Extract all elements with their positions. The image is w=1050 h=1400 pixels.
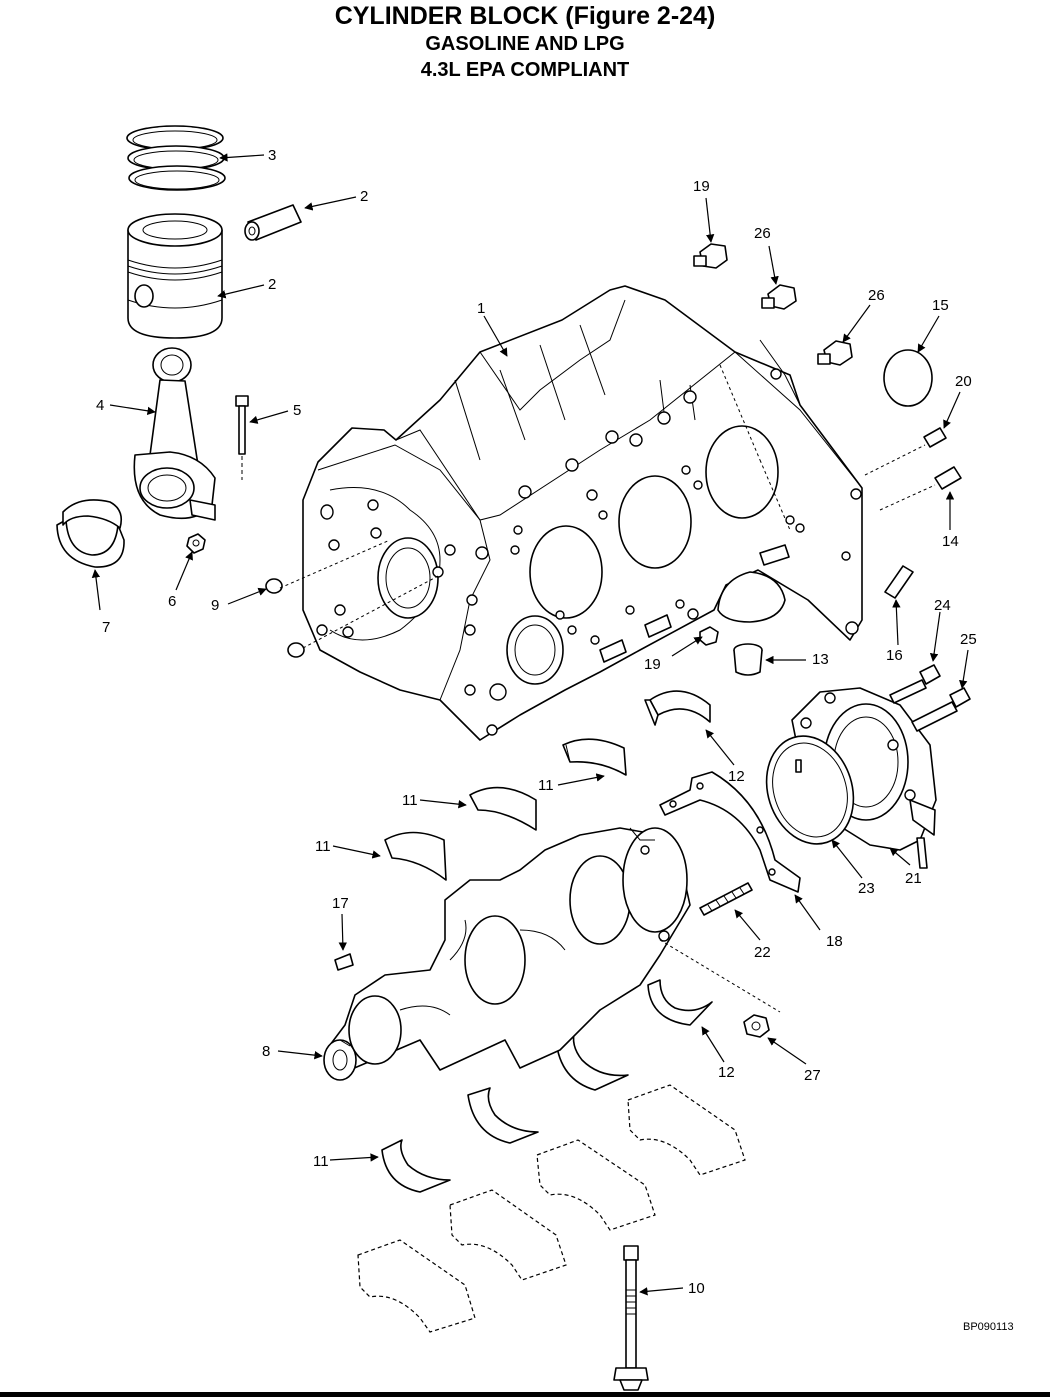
- callout-3: 3: [268, 147, 276, 164]
- callout-11-a: 11: [538, 777, 554, 794]
- callout-1: 1: [477, 300, 485, 317]
- rod-bolt: [235, 395, 249, 480]
- oil-filter-adapter: [733, 643, 763, 676]
- stud: [699, 882, 753, 916]
- callout-23: 23: [858, 880, 875, 897]
- connecting-rod: [133, 347, 216, 521]
- callout-16: 16: [886, 647, 903, 664]
- core-plug: [883, 349, 933, 407]
- callout-24: 24: [934, 597, 951, 614]
- rod-nut: [186, 533, 206, 554]
- callout-19-upper: 19: [693, 178, 710, 195]
- callout-labels: 3 2 2 1 4 5 6 7 9 19 26 26 15 20 14 16 2…: [96, 147, 977, 1297]
- cylinder-block: [302, 285, 863, 741]
- rod-bearing: [56, 499, 125, 568]
- callout-5: 5: [293, 402, 301, 419]
- alignment-lines: [279, 364, 936, 1013]
- callout-26-b: 26: [868, 287, 885, 304]
- callout-13: 13: [812, 651, 829, 668]
- main-bearing-lower-3: [467, 1087, 539, 1144]
- plug-26-b: [817, 340, 853, 366]
- piston-pin: [244, 204, 302, 241]
- callout-18: 18: [826, 933, 843, 950]
- callout-15: 15: [932, 297, 949, 314]
- pipe-plug-upper: [693, 243, 728, 269]
- callout-17: 17: [332, 895, 349, 912]
- callout-11-b: 11: [402, 792, 418, 809]
- expansion-plugs: [265, 578, 305, 658]
- page-title: CYLINDER BLOCK (Figure 2-24): [334, 2, 716, 30]
- callout-20: 20: [955, 373, 972, 390]
- pipe-plug-lower: [699, 626, 719, 646]
- dowel-pin-14: [934, 466, 962, 490]
- main-bearing-upper-2: [562, 738, 627, 776]
- callout-4: 4: [96, 397, 104, 414]
- main-bearing-lower-4: [381, 1139, 451, 1193]
- bolt-24: [889, 664, 941, 704]
- callout-2-pin: 2: [360, 188, 368, 205]
- dowel-pin-20: [923, 427, 947, 448]
- callout-7: 7: [102, 619, 110, 636]
- callout-27: 27: [804, 1067, 821, 1084]
- main-bearing-upper-3: [469, 786, 537, 831]
- bottom-rule: [0, 1392, 1050, 1397]
- callout-9: 9: [211, 597, 219, 614]
- crankshaft: [323, 827, 691, 1081]
- main-bearing-upper-1: [644, 690, 711, 726]
- callout-8: 8: [262, 1043, 270, 1060]
- callout-6: 6: [168, 593, 176, 610]
- callout-11-c: 11: [315, 838, 331, 855]
- piston-rings: [126, 125, 226, 191]
- callout-26-a: 26: [754, 225, 771, 242]
- page-subtitle-model: 4.3L EPA COMPLIANT: [420, 59, 630, 81]
- callout-14: 14: [942, 533, 959, 550]
- callout-21: 21: [905, 870, 922, 887]
- callout-10: 10: [688, 1280, 705, 1297]
- callout-12-upper: 12: [728, 768, 745, 785]
- dowel-pin-16: [884, 565, 914, 599]
- callout-19-lower: 19: [644, 656, 661, 673]
- page-subtitle: GASOLINE AND LPG: [425, 33, 625, 55]
- plug-26-a: [761, 284, 797, 310]
- main-bearing-caps: [357, 1084, 746, 1333]
- callout-12-lower: 12: [718, 1064, 735, 1081]
- rear-seal-gasket: [765, 735, 855, 845]
- callout-25: 25: [960, 631, 977, 648]
- title-block: CYLINDER BLOCK (Figure 2-24) GASOLINE AN…: [0, 2, 1050, 83]
- callout-22: 22: [754, 944, 771, 961]
- leader-arrows: [91, 153, 969, 1296]
- rear-gasket-plate: [659, 771, 801, 893]
- woodruff-key: [334, 953, 354, 971]
- main-bearing-lower-1: [647, 979, 713, 1026]
- flywheel-nut: [743, 1014, 770, 1038]
- callout-2-piston: 2: [268, 276, 276, 293]
- main-bearing-upper-4: [384, 831, 447, 881]
- piston: [127, 213, 223, 339]
- callout-11-d: 11: [313, 1153, 329, 1170]
- bolt-25: [911, 687, 971, 732]
- main-bearing-lower-2: [555, 1029, 629, 1091]
- main-cap-bolt: [613, 1245, 649, 1391]
- figure-code: BP090113: [963, 1321, 1014, 1333]
